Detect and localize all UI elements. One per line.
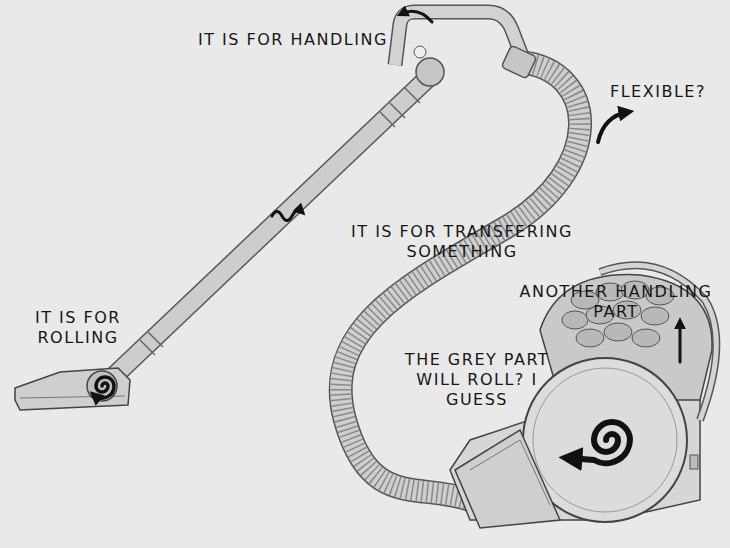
annotation-label: IT IS FOR TRANSFERING SOMETHING — [333, 222, 591, 262]
annotation-label: ANOTHER HANDLING PART — [505, 282, 727, 322]
annotation-label: THE GREY PART WILL ROLL? I GUESS — [392, 350, 562, 410]
annotation-label: IT IS FOR ROLLING — [22, 308, 134, 348]
wand-handle — [395, 12, 537, 86]
annotation-label: FLEXIBLE? — [610, 82, 706, 102]
annotation-label: IT IS FOR HANDLING — [198, 30, 388, 50]
floor-head — [15, 368, 130, 410]
annotation-arrows — [94, 11, 680, 463]
